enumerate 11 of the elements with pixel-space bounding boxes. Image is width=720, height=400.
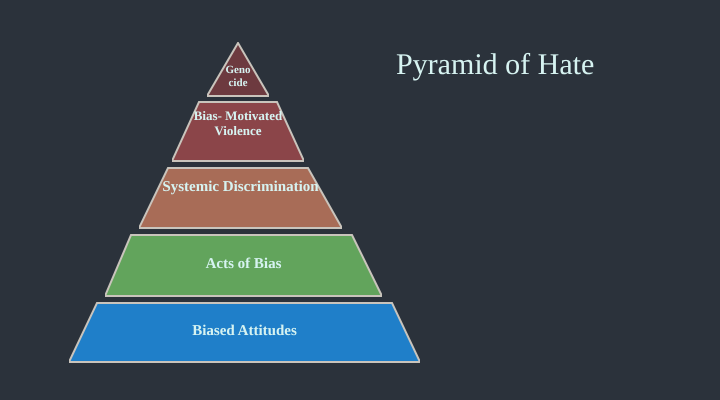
- pyramid-tier: [105, 234, 382, 297]
- pyramid-tier: [69, 302, 420, 363]
- pyramid-apex: [207, 42, 269, 97]
- tier-label: Bias- Motivated Violence: [193, 109, 283, 139]
- pyramid-tier: [172, 101, 304, 162]
- tier-label: Biased Attitudes: [191, 323, 298, 340]
- pyramid-tier: [139, 167, 342, 229]
- tier-label: Geno cide: [224, 64, 252, 90]
- slide-title: Pyramid of Hate: [396, 48, 594, 82]
- tier-label: Acts of Bias: [204, 256, 282, 274]
- tier-label: Systemic Discrimination: [161, 179, 320, 196]
